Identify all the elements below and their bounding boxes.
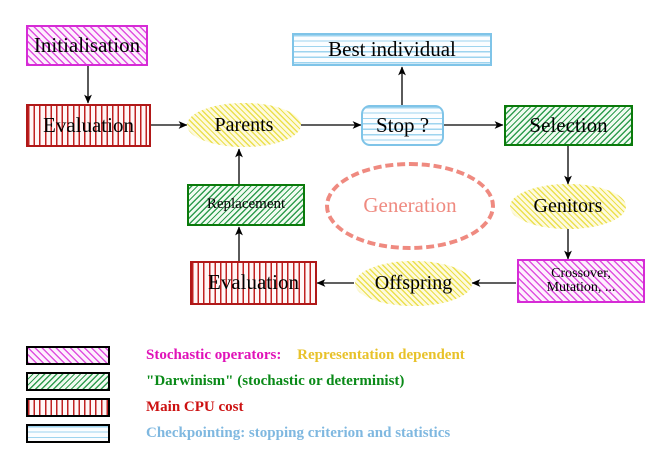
legend-text-main-cpu-cost: Main CPU cost	[146, 399, 244, 415]
node-evaluation-top-label: Evaluation	[43, 112, 134, 137]
node-stop[interactable]: Stop ?	[361, 105, 444, 146]
node-selection-label: Selection	[529, 112, 608, 137]
legend-row-darwinism: "Darwinism" (stochastic or determinist)	[26, 372, 404, 391]
node-evaluation-bottom[interactable]: Evaluation	[190, 261, 317, 305]
node-generation-annotation: Generation	[325, 162, 495, 250]
node-replacement[interactable]: Replacement	[187, 184, 305, 226]
node-initialisation-label: Initialisation	[33, 32, 141, 57]
legend-text-darwinism: "Darwinism" (stochastic or determinist)	[146, 373, 405, 389]
legend-label-stochastic-operators: Stochastic operators: Representation dep…	[146, 347, 465, 364]
node-parents[interactable]: Parents	[187, 103, 301, 147]
legend-text-representation-dependent: Representation dependent	[297, 347, 465, 363]
legend-row-main-cpu-cost: Main CPU cost	[26, 398, 244, 417]
legend-swatch-magenta-diagonal-hatch	[26, 346, 110, 365]
node-genitors[interactable]: Genitors	[510, 184, 626, 229]
node-generation-label: Generation	[363, 193, 457, 218]
node-crossover-label-line2: Mutation, ...	[546, 280, 616, 295]
node-selection[interactable]: Selection	[504, 105, 633, 146]
legend-swatch-blue-horizontal-hatch	[26, 424, 110, 443]
legend-swatch-green-diagonal-hatch	[26, 372, 110, 391]
node-best-individual-label: Best individual	[328, 36, 456, 61]
node-initialisation[interactable]: Initialisation	[26, 25, 148, 66]
node-crossover-mutation[interactable]: Crossover, Mutation, ...	[517, 259, 645, 303]
legend-text-checkpointing: Checkpointing: stopping criterion and st…	[146, 425, 451, 441]
node-genitors-label: Genitors	[533, 195, 603, 218]
node-parents-label: Parents	[214, 113, 274, 136]
node-best-individual[interactable]: Best individual	[292, 33, 492, 66]
node-offspring[interactable]: Offspring	[355, 261, 472, 306]
node-crossover-label-line1: Crossover,	[551, 265, 611, 281]
legend-text-stochastic-operators: Stochastic operators:	[146, 347, 282, 363]
node-evaluation-top[interactable]: Evaluation	[26, 104, 151, 147]
node-offspring-label: Offspring	[374, 272, 453, 295]
node-replacement-label: Replacement	[206, 196, 286, 213]
node-stop-label: Stop ?	[375, 112, 430, 137]
node-evaluation-bottom-label: Evaluation	[208, 270, 299, 295]
legend-row-stochastic-operators: Stochastic operators: Representation dep…	[26, 346, 465, 365]
legend-row-checkpointing: Checkpointing: stopping criterion and st…	[26, 424, 450, 443]
legend-swatch-red-vertical-hatch	[26, 398, 110, 417]
